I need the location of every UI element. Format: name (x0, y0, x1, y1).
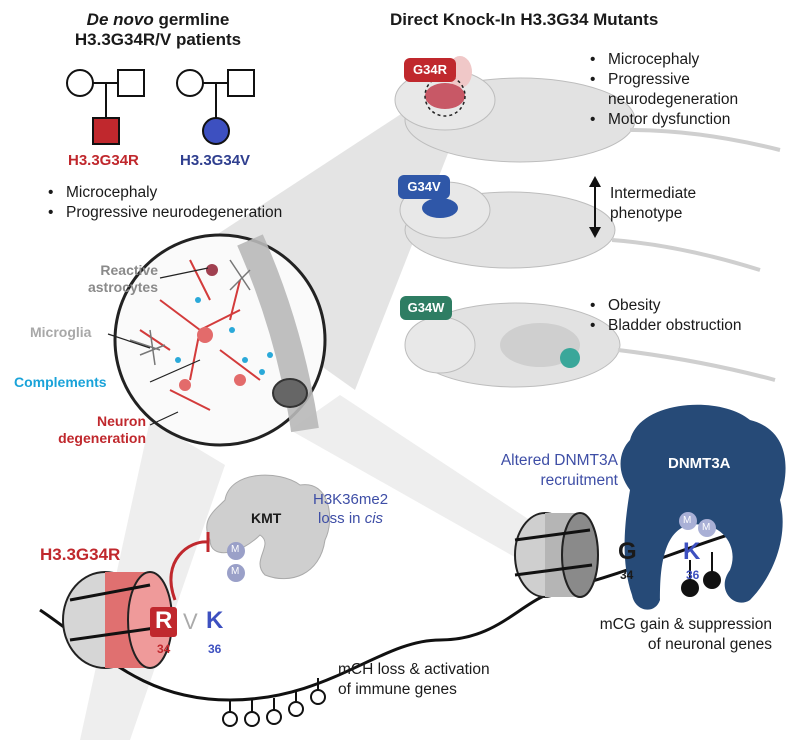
label-complements: Complements (14, 374, 107, 390)
nucleosome-right (514, 512, 599, 598)
r-residue-box (150, 607, 177, 637)
badge-g34r: G34R (404, 58, 456, 82)
label-kmt: KMT (251, 510, 282, 526)
label-h33g34r: H3.3G34R (68, 152, 139, 169)
methylated-cpg-marks (681, 552, 721, 597)
g34r-phenotypes: Microcephaly Progressive neurodegenerati… (590, 50, 738, 130)
pedigree-r (66, 69, 145, 145)
residue-v: V (183, 609, 198, 634)
g34w-phenotypes: Obesity Bladder obstruction (590, 296, 742, 336)
mouse-g34w (404, 302, 776, 388)
dnmt3a-enzyme (620, 404, 786, 610)
unmethylated-cpg-marks (222, 678, 326, 727)
double-arrow-icon (589, 176, 601, 238)
brain-label-lines (107, 267, 209, 426)
position-36-right: 36 (686, 568, 700, 582)
patients-title: De novo germline H3.3G34R/V patients (74, 10, 242, 49)
mouse-g34v (399, 181, 761, 272)
label-h33g34r-bottom: H3.3G34R (40, 545, 121, 564)
methyl-mark-3: M (683, 515, 692, 526)
methyl-mark-2: M (231, 566, 240, 577)
pedigree-v (176, 69, 255, 145)
zoom-wedge-right (290, 395, 560, 560)
inhibition-arrow (169, 540, 209, 601)
label-h33g34v: H3.3G34V (180, 152, 251, 169)
position-36: 36 (208, 642, 222, 656)
badge-g34w: G34W (400, 296, 452, 320)
residue-r: R (155, 607, 173, 634)
g34r-phenotype-cont: neurodegeneration (608, 91, 739, 108)
kmt-enzyme (206, 474, 331, 582)
residue-g: G (618, 538, 637, 565)
methyl-mark-4: M (702, 522, 711, 533)
position-34-right: 34 (620, 568, 634, 582)
mutants-title: Direct Knock-In H3.3G34 Mutants (390, 10, 659, 29)
mouse-g34r (394, 56, 781, 163)
label-microglia: Microglia (30, 324, 92, 340)
patients-phenotypes: Microcephaly Progressive neurodegenerati… (48, 183, 282, 223)
residue-k: K (206, 607, 224, 634)
residue-k-right: K (683, 538, 701, 565)
methyl-mark-1: M (231, 544, 240, 555)
label-dnmt3a: DNMT3A (668, 455, 731, 472)
brain-section-circle (113, 233, 327, 447)
zoom-wedge-top (175, 95, 465, 390)
badge-g34v: G34V (398, 175, 450, 199)
position-34: 34 (157, 642, 171, 656)
